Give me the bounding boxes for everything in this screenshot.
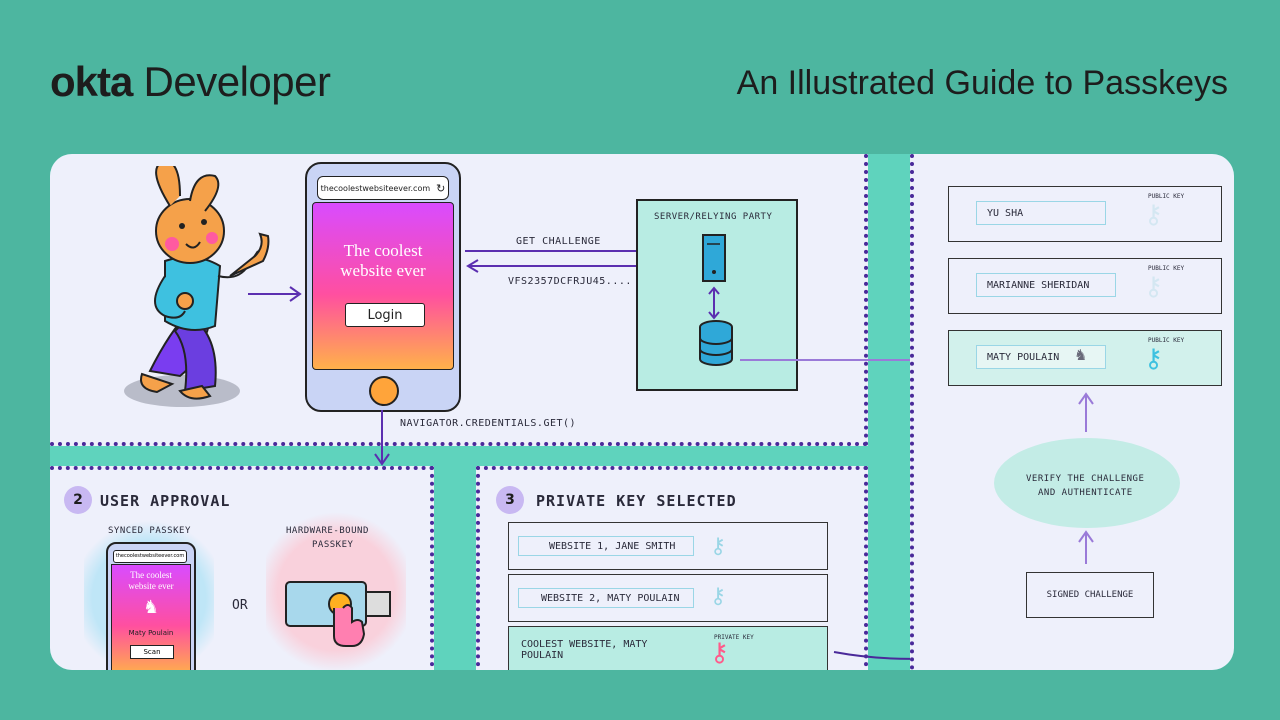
mini-phone-screen: The coolest website ever ♞ Maty Poulain …	[111, 564, 191, 670]
key-row-2-label: WEBSITE 2, MATY POULAIN	[518, 588, 694, 608]
verify-bubble	[994, 438, 1180, 528]
browser-url-bar[interactable]: thecoolestwebsiteever.com ↻	[317, 176, 449, 200]
hardware-label-line2: PASSKEY	[312, 540, 354, 550]
key-row-1-label: WEBSITE 1, JANE SMITH	[518, 536, 694, 556]
key-icon-2: ⚷	[710, 584, 727, 609]
step3-number: 3	[496, 486, 524, 514]
step2-title: USER APPROVAL	[100, 492, 231, 510]
mini-scan-button[interactable]: Scan	[130, 645, 174, 659]
page-title: An Illustrated Guide to Passkeys	[736, 64, 1228, 102]
key-icon-1: ⚷	[710, 534, 727, 559]
navigator-call: NAVIGATOR.CREDENTIALS.GET()	[400, 418, 577, 429]
challenge-value: VFS2357DCFRJU45....	[508, 276, 632, 287]
synced-passkey-label: SYNCED PASSKEY	[108, 526, 191, 536]
public-key-icon-3: ⚷	[1144, 344, 1164, 374]
brand-logo: okta Developer	[50, 58, 331, 106]
refresh-icon[interactable]: ↻	[436, 181, 446, 195]
phone-device: thecoolestwebsiteever.com ↻ The coolest …	[305, 162, 461, 412]
or-label: OR	[232, 598, 248, 613]
mini-url-bar: thecoolestwebsiteever.com	[113, 550, 187, 563]
public-key-tag-3: PUBLIC KEY	[1148, 337, 1185, 344]
bunny-badge-icon: ♞	[1074, 346, 1088, 364]
key-row-3-label: COOLEST WEBSITE, MATY POULAIN	[512, 639, 696, 661]
hardware-key-icon	[285, 581, 391, 647]
bunny-avatar-icon: ♞	[143, 597, 160, 618]
arrow-bunny-to-phone	[248, 286, 302, 302]
mini-user-name: Maty Poulain	[128, 629, 174, 637]
public-key-icon-1: ⚷	[1144, 200, 1164, 230]
home-button[interactable]	[369, 376, 399, 406]
brand-suffix: Developer	[143, 58, 331, 105]
mini-phone: thecoolestwebsiteever.com The coolest we…	[106, 542, 196, 670]
public-key-name-2: MARIANNE SHERIDAN	[976, 273, 1116, 297]
arrow-phone-down	[374, 410, 390, 466]
verify-line2: AND AUTHENTICATE	[1038, 488, 1133, 498]
phone-screen: The coolest website ever Login	[312, 202, 454, 370]
database-icon	[699, 320, 733, 366]
private-key-label: PRIVATE KEY	[714, 634, 754, 641]
arrow-verify-up	[1078, 392, 1094, 432]
step3-title: PRIVATE KEY SELECTED	[536, 492, 737, 510]
step2-number: 2	[64, 486, 92, 514]
illustration-card: thecoolestwebsiteever.com ↻ The coolest …	[50, 154, 1234, 670]
signed-challenge-label: SIGNED CHALLENGE	[1046, 590, 1134, 600]
okta-wordmark: okta	[50, 58, 133, 105]
verify-line1: VERIFY THE CHALLENGE	[1026, 474, 1145, 484]
sync-arrow-icon	[708, 286, 720, 320]
site-title-line1: The coolest	[343, 241, 423, 260]
private-key-icon: ⚷	[710, 638, 730, 668]
public-key-icon-2: ⚷	[1144, 272, 1164, 302]
mini-title-line1: The coolest	[130, 570, 172, 580]
public-key-name-1: YU SHA	[976, 201, 1106, 225]
arrow-signed-up	[1078, 530, 1094, 564]
login-button[interactable]: Login	[345, 303, 425, 327]
signed-challenge-box: SIGNED CHALLENGE	[1026, 572, 1154, 618]
public-key-tag-1: PUBLIC KEY	[1148, 193, 1185, 200]
server-label: SERVER/RELYING PARTY	[654, 212, 773, 222]
bunny-illustration	[124, 166, 270, 407]
site-title-line2: website ever	[340, 261, 426, 280]
get-challenge-label: GET CHALLENGE	[516, 236, 601, 247]
mini-title-line2: website ever	[128, 581, 174, 591]
public-key-name-3: MATY POULAIN	[976, 345, 1106, 369]
server-rack-icon	[702, 234, 726, 282]
public-key-tag-2: PUBLIC KEY	[1148, 265, 1185, 272]
url-text: thecoolestwebsiteever.com	[320, 183, 431, 193]
hardware-label-line1: HARDWARE-BOUND	[286, 526, 369, 536]
